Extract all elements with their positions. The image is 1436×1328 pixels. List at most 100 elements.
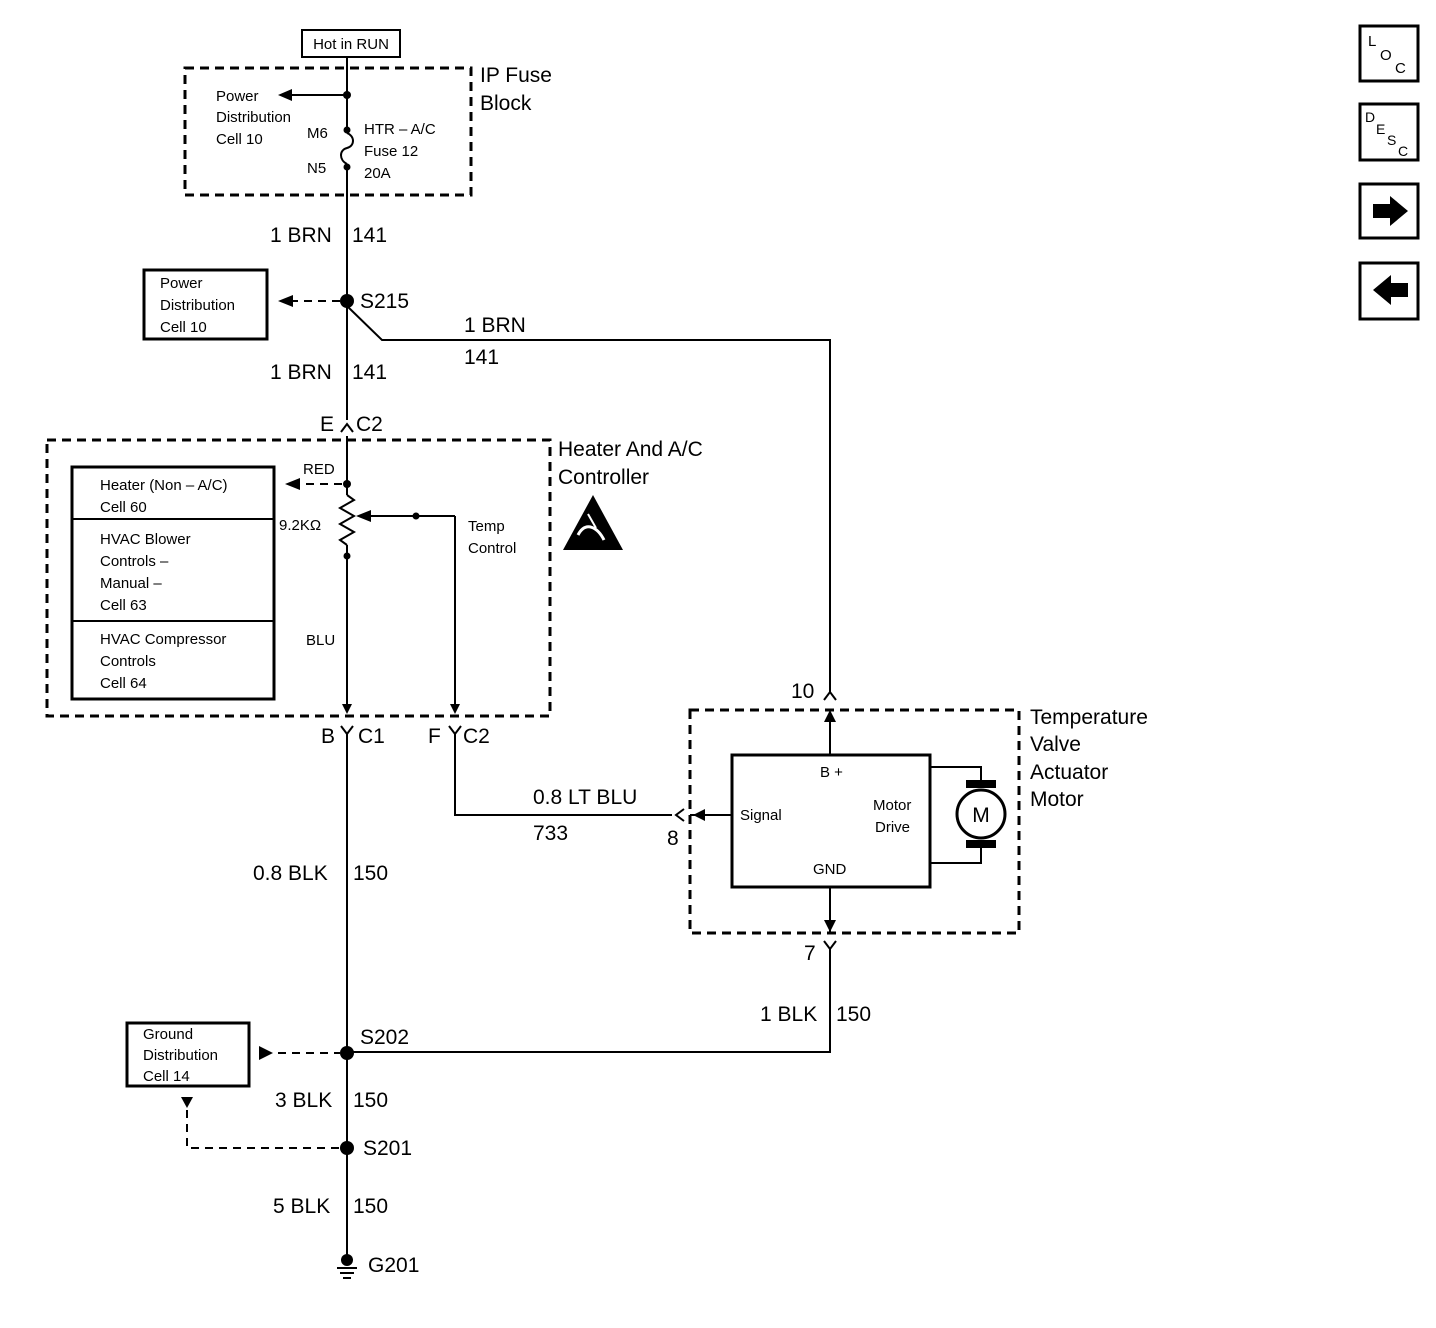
actuator-title-3: Actuator — [1030, 761, 1108, 784]
next-button[interactable] — [1358, 182, 1420, 240]
actuator-title-1: Temperature — [1030, 706, 1148, 729]
splice-s201-label: S201 — [363, 1137, 412, 1160]
wire-150-circuit-c: 150 — [353, 1195, 388, 1218]
conn-top-pin: E — [320, 413, 334, 436]
actuator-bplus: B + — [820, 764, 843, 781]
wire-141-right-gauge: 1 BRN — [464, 314, 526, 337]
controller-title-2: Controller — [558, 466, 649, 489]
arrow-left-icon — [1373, 275, 1408, 305]
power-dist-box-line3: Cell 10 — [160, 319, 207, 336]
fuse-power-dist-line2: Distribution — [216, 109, 291, 126]
temp-control-line1: Temp — [468, 518, 505, 535]
conn-b-name: C1 — [358, 725, 385, 748]
fuse-name: HTR – A/C — [364, 121, 436, 138]
back-button[interactable] — [1358, 261, 1420, 321]
hot-in-run-text: Hot in RUN — [313, 36, 389, 53]
fuse-pin-n5: N5 — [307, 160, 326, 177]
esd-warning-icon — [563, 495, 623, 550]
fuse-rating: 20A — [364, 165, 391, 182]
hot-in-run-label-box: Hot in RUN — [301, 29, 401, 58]
conn-top-name: C2 — [356, 413, 383, 436]
desc-button[interactable]: D E S C — [1358, 102, 1420, 162]
loc-letter-c: C — [1395, 60, 1406, 77]
loc-letter-o: O — [1380, 47, 1392, 64]
ground-g201-label: G201 — [368, 1254, 419, 1277]
pin-7-label: 7 — [804, 942, 816, 965]
fuse-number: Fuse 12 — [364, 143, 418, 160]
ip-fuse-block-outline — [183, 66, 473, 197]
ground-dist-line3: Cell 14 — [143, 1068, 190, 1085]
potentiometer-symbol — [337, 494, 357, 546]
actuator-outline — [688, 708, 1021, 935]
wire-150-circuit-b: 150 — [353, 1089, 388, 1112]
ip-fuse-block-title: IP Fuse — [480, 64, 552, 87]
power-dist-box-line2: Distribution — [160, 297, 235, 314]
wire-color-red: RED — [303, 461, 335, 478]
ref-blower-line3: Manual – — [100, 575, 162, 592]
ref-blower-line2: Controls – — [100, 553, 169, 570]
arrow-right-icon — [1373, 196, 1408, 226]
fuse-pin-m6: M6 — [307, 125, 328, 142]
desc-letter-d: D — [1365, 109, 1375, 125]
power-dist-box-line1: Power — [160, 275, 203, 292]
splice-s202-dot — [340, 1046, 354, 1060]
wire-733-gauge: 0.8 LT BLU — [533, 786, 637, 809]
pin-10-label: 10 — [791, 680, 814, 703]
wire-141-circuit-a: 141 — [352, 224, 387, 247]
actuator-module — [730, 753, 932, 889]
motor-icon: M — [955, 780, 1007, 848]
temp-control-line2: Control — [468, 540, 516, 557]
ip-fuse-block-title-2: Block — [480, 92, 532, 115]
controller-title: Heater And A/C — [558, 438, 703, 461]
loc-button[interactable]: L O C — [1358, 24, 1420, 83]
resistance-label: 9.2KΩ — [279, 517, 321, 534]
ref-blower-line1: HVAC Blower — [100, 531, 191, 548]
desc-letter-c: C — [1398, 143, 1408, 159]
wire-141-gauge-b: 1 BRN — [270, 361, 332, 384]
wire-733-circuit: 733 — [533, 822, 568, 845]
motor-m-letter: M — [972, 804, 990, 827]
splice-s201-dot — [340, 1141, 354, 1155]
wire-141-circuit-b: 141 — [352, 361, 387, 384]
ref-heater-line1: Heater (Non – A/C) — [100, 477, 228, 494]
ref-compressor-line1: HVAC Compressor — [100, 631, 226, 648]
ground-dist-box: Ground Distribution Cell 14 — [125, 1021, 251, 1088]
actuator-title-2: Valve — [1030, 733, 1081, 756]
actuator-signal: Signal — [740, 807, 782, 824]
ref-compressor-line2: Controls — [100, 653, 156, 670]
wire-150-right-gauge: 1 BLK — [760, 1003, 817, 1026]
actuator-drive-label: Drive — [875, 819, 910, 836]
wire-color-blu: BLU — [306, 632, 335, 649]
conn-b-pin: B — [321, 725, 335, 748]
ground-dist-line1: Ground — [143, 1026, 193, 1043]
fuse-symbol — [340, 132, 354, 165]
splice-s215-label: S215 — [360, 290, 409, 313]
wire-150-right-circuit: 150 — [836, 1003, 871, 1026]
wire-141-gauge-a: 1 BRN — [270, 224, 332, 247]
wire-150-gauge-b: 3 BLK — [275, 1089, 332, 1112]
ground-icon — [337, 1254, 357, 1279]
wire-150-gauge-a: 0.8 BLK — [253, 862, 328, 885]
actuator-motor-label: Motor — [873, 797, 911, 814]
splice-s215-dot — [340, 294, 354, 308]
actuator-gnd: GND — [813, 861, 847, 878]
ref-heater-line2: Cell 60 — [100, 499, 147, 516]
loc-icon: L O C — [1368, 33, 1406, 77]
desc-icon: D E S C — [1365, 109, 1408, 159]
wire-150-gauge-c: 5 BLK — [273, 1195, 330, 1218]
conn-f-pin: F — [428, 725, 441, 748]
ref-compressor-line3: Cell 64 — [100, 675, 147, 692]
wire-141-right-circuit: 141 — [464, 346, 499, 369]
fuse-power-dist-line3: Cell 10 — [216, 131, 263, 148]
ref-boxes: Heater (Non – A/C) Cell 60 HVAC Blower C… — [70, 465, 276, 701]
ref-blower-line4: Cell 63 — [100, 597, 147, 614]
loc-letter-l: L — [1368, 33, 1376, 50]
desc-letter-e: E — [1376, 121, 1385, 137]
conn-f-name: C2 — [463, 725, 490, 748]
fuse-power-dist-line1: Power — [216, 88, 259, 105]
wire-150-circuit-a: 150 — [353, 862, 388, 885]
pin-8-label: 8 — [667, 827, 679, 850]
actuator-title-4: Motor — [1030, 788, 1084, 811]
desc-letter-s: S — [1387, 132, 1396, 148]
